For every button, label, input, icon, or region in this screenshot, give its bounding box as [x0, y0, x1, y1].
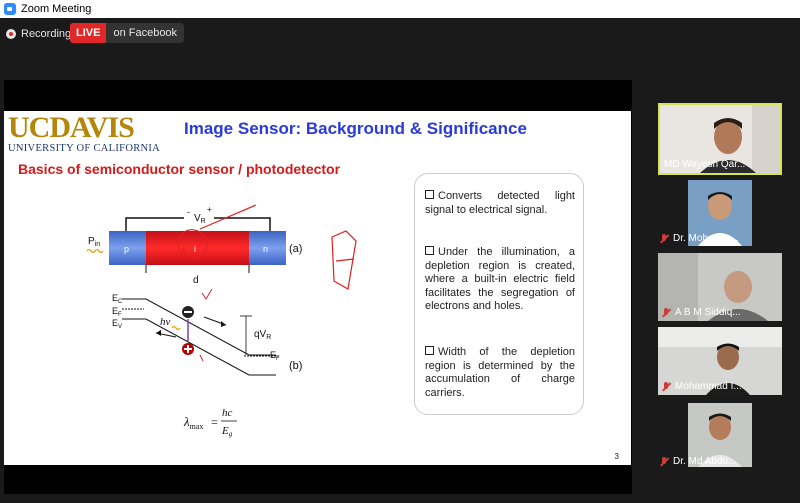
participant-name: Dr. Md Abdu...	[660, 456, 736, 467]
light-wave-icon	[86, 248, 104, 254]
slide-page-number: 3	[614, 452, 619, 461]
slide-title: Image Sensor: Background & Significance	[184, 119, 527, 138]
muted-mic-icon	[660, 456, 668, 467]
d-label: d	[193, 275, 199, 286]
logo-sub-text: UNIVERSITY OF CALIFORNIA	[8, 143, 161, 154]
zoom-app-icon	[4, 3, 16, 15]
participant-name: MD Wayesh Qar...	[664, 159, 746, 170]
circuit-wire	[125, 217, 271, 231]
ec-label: EC	[112, 293, 123, 305]
pen-annotation-sketch	[331, 230, 357, 290]
checkbox-bullet-icon	[425, 190, 434, 199]
formula-numerator: hc	[222, 407, 233, 419]
label-a: (a)	[289, 243, 302, 255]
uc-davis-logo: UCDAVIS UNIVERSITY OF CALIFORNIA	[8, 113, 160, 155]
participant-photo	[688, 403, 752, 467]
p-region	[109, 231, 146, 265]
formula-denominator: Eg	[221, 425, 233, 438]
participant-video	[658, 253, 782, 321]
ef-label: EF	[112, 306, 122, 318]
window-title: Zoom Meeting	[21, 3, 92, 15]
vr-minus: -	[187, 207, 190, 217]
participant-video	[660, 105, 780, 173]
participant-name: Dr. Mohamm...	[660, 233, 739, 244]
i-label: i	[194, 244, 196, 254]
bullet-item: Converts detected light signal to electr…	[425, 190, 575, 216]
presentation-slide: UCDAVIS UNIVERSITY OF CALIFORNIA Image S…	[4, 111, 631, 465]
participant-video	[658, 327, 782, 395]
meeting-top-bar: Recording LIVE on Facebook	[0, 18, 800, 80]
hv-label: hv	[160, 316, 171, 328]
participant-tile[interactable]	[688, 180, 752, 246]
n-region	[249, 231, 286, 265]
live-stream-indicator[interactable]: LIVE on Facebook	[70, 23, 185, 43]
slide-subtitle: Basics of semiconductor sensor / photode…	[18, 161, 341, 177]
ef-right-label: EF	[270, 350, 280, 362]
pen-annotation-circle	[177, 204, 257, 259]
live-destination: on Facebook	[106, 23, 185, 43]
checkbox-bullet-icon	[425, 246, 434, 255]
participant-name: A B M Siddiq...	[662, 307, 741, 318]
bullet-item: Under the illumination, a depletion regi…	[425, 246, 575, 312]
label-b: (b)	[289, 360, 302, 372]
muted-mic-icon	[660, 233, 668, 244]
n-label: n	[263, 244, 268, 254]
muted-mic-icon	[662, 381, 670, 392]
formula-lambda: λmax	[183, 414, 203, 431]
recording-icon	[6, 29, 16, 39]
muted-mic-icon	[662, 307, 670, 318]
participant-tile[interactable]: Mohammad I...	[658, 327, 782, 395]
ev-label: EV	[112, 318, 122, 330]
formula-equals: =	[211, 415, 218, 429]
participant-photo	[688, 180, 752, 246]
window-title-bar: Zoom Meeting	[0, 0, 800, 18]
vr-plus: +	[207, 205, 212, 214]
p-label: p	[124, 244, 129, 254]
bullet-item: Width of the depletion region is determi…	[425, 346, 575, 399]
participant-tile[interactable]: MD Wayesh Qar...	[658, 103, 782, 175]
checkbox-bullet-icon	[425, 346, 434, 355]
participant-name: Mohammad I...	[662, 381, 742, 392]
photodetector-diagram: - VR + p i n Pin d (a) EC EF EV EF qVR (…	[86, 204, 357, 438]
vr-label: VR	[194, 213, 206, 225]
recording-label: Recording	[21, 28, 72, 40]
valence-band	[122, 318, 276, 376]
i-region	[146, 231, 249, 265]
conduction-band	[122, 298, 276, 356]
participant-tile[interactable]	[688, 403, 752, 467]
participant-tile[interactable]: A B M Siddiq...	[658, 253, 782, 321]
p-in-label: Pin	[88, 236, 100, 248]
qvr-label: qVR	[254, 329, 271, 341]
live-badge: LIVE	[70, 23, 107, 43]
logo-main-text: UCDAVIS	[8, 111, 135, 144]
recording-indicator[interactable]: Recording	[6, 24, 71, 44]
bullet-text-box: Converts detected light signal to electr…	[414, 173, 584, 415]
